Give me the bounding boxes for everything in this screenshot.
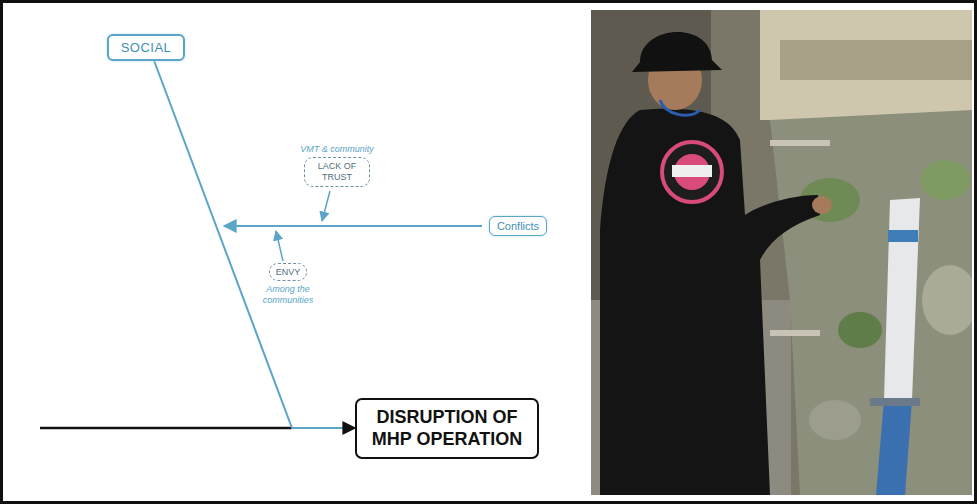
cause-box: Conflicts <box>489 216 547 236</box>
category-box: SOCIAL <box>107 34 186 61</box>
subcause-label: ENVY <box>276 267 301 278</box>
subcause-bubble: VMT & communityLACK OF TRUST <box>304 157 370 187</box>
cause-label: Conflicts <box>497 220 539 232</box>
effect-label: DISRUPTION OF MHP OPERATION <box>367 406 527 451</box>
subcause-note: VMT & community <box>300 144 374 154</box>
subcause-label: LACK OF TRUST <box>311 161 363 183</box>
spine-line <box>40 427 292 430</box>
subcause-note: Among the communities <box>256 284 320 306</box>
subcause-arrow <box>322 191 330 221</box>
category-bone <box>154 61 355 429</box>
subcause-arrow <box>276 231 283 261</box>
subcause-bubble: ENVYAmong the communities <box>269 263 308 282</box>
category-label: SOCIAL <box>121 40 172 55</box>
bone-line <box>224 225 482 227</box>
photo <box>591 10 972 495</box>
effect-box: DISRUPTION OF MHP OPERATION <box>355 398 539 459</box>
